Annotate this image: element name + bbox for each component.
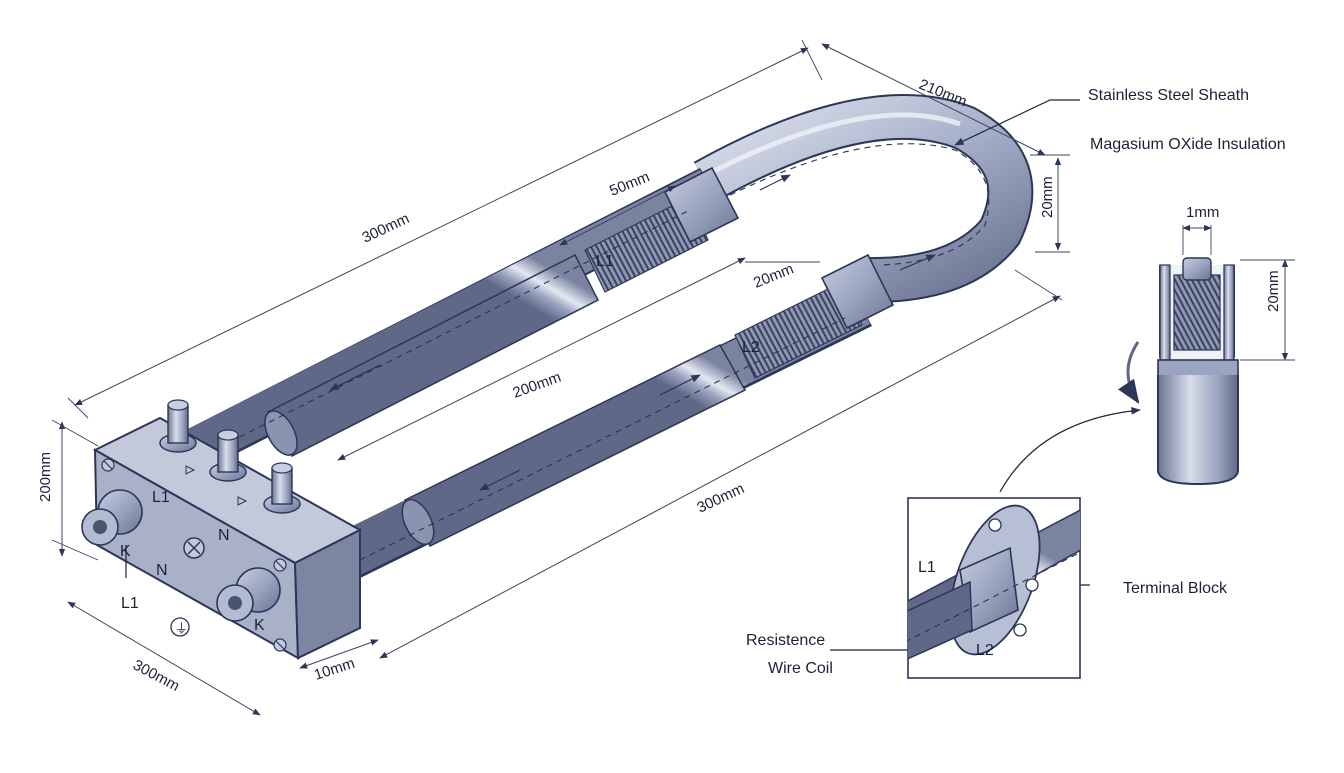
screw-head-icon xyxy=(183,537,205,559)
inset-detail: L1 L2 xyxy=(907,497,1081,679)
dim-coil-bottom: 20mm xyxy=(751,260,796,291)
connector-left xyxy=(81,489,143,546)
inset-marking-l2: L2 xyxy=(976,642,994,659)
callout-resistance-line1: Resistence xyxy=(746,632,825,649)
dim-block-length: 300mm xyxy=(130,657,182,695)
callout-terminal-block: Terminal Block xyxy=(1123,580,1228,597)
block-marking-n-2: N xyxy=(156,562,168,579)
terminal-stud-2 xyxy=(209,429,247,482)
rotate-arrow-icon xyxy=(1118,341,1140,404)
ground-symbol: ⏚ xyxy=(175,621,188,636)
detail-sheath-cylinder xyxy=(1157,375,1239,486)
screw-head-icon xyxy=(101,458,115,472)
dim-detail-height: 20mm xyxy=(1265,270,1282,312)
dim-block-depth: 10mm xyxy=(312,655,357,684)
dim-bottom-length: 300mm xyxy=(695,480,748,517)
callout-insulation: Magasium OXide Insulation xyxy=(1090,136,1286,153)
coil-marking-l1: L1 xyxy=(596,253,614,270)
cutaway-detail: 1mm 20mm xyxy=(1118,204,1295,486)
detail-coil xyxy=(1173,274,1221,351)
flow-path-bend xyxy=(719,143,990,266)
screw-head-icon xyxy=(273,558,287,572)
callout-sheath: Stainless Steel Sheath xyxy=(1088,87,1249,104)
u-bend xyxy=(693,93,1034,304)
dim-detail-width: 1mm xyxy=(1186,204,1219,221)
dim-top-length: 300mm xyxy=(360,210,413,247)
coil-marking-l2: L2 xyxy=(742,339,760,356)
block-marking-l1: L1 xyxy=(152,489,170,506)
terminal-stud-3 xyxy=(263,462,301,514)
screw-head-icon xyxy=(273,638,287,652)
callout-resistance-line2: Wire Coil xyxy=(768,660,833,677)
arrow-icon xyxy=(899,254,936,271)
block-marking-k-2: K xyxy=(254,617,265,634)
dim-coil-top: 50mm xyxy=(607,168,652,199)
lead-marking-l1: L1 xyxy=(121,595,139,612)
dim-bend-height: 20mm xyxy=(1039,176,1056,218)
inset-marking-l1: L1 xyxy=(918,559,936,576)
lower-tube: L2 xyxy=(318,253,895,587)
block-side-face xyxy=(293,528,361,660)
dim-inner-length: 200mm xyxy=(511,369,564,402)
dim-block-height: 200mm xyxy=(37,452,54,502)
block-marking-n: N xyxy=(218,527,230,544)
